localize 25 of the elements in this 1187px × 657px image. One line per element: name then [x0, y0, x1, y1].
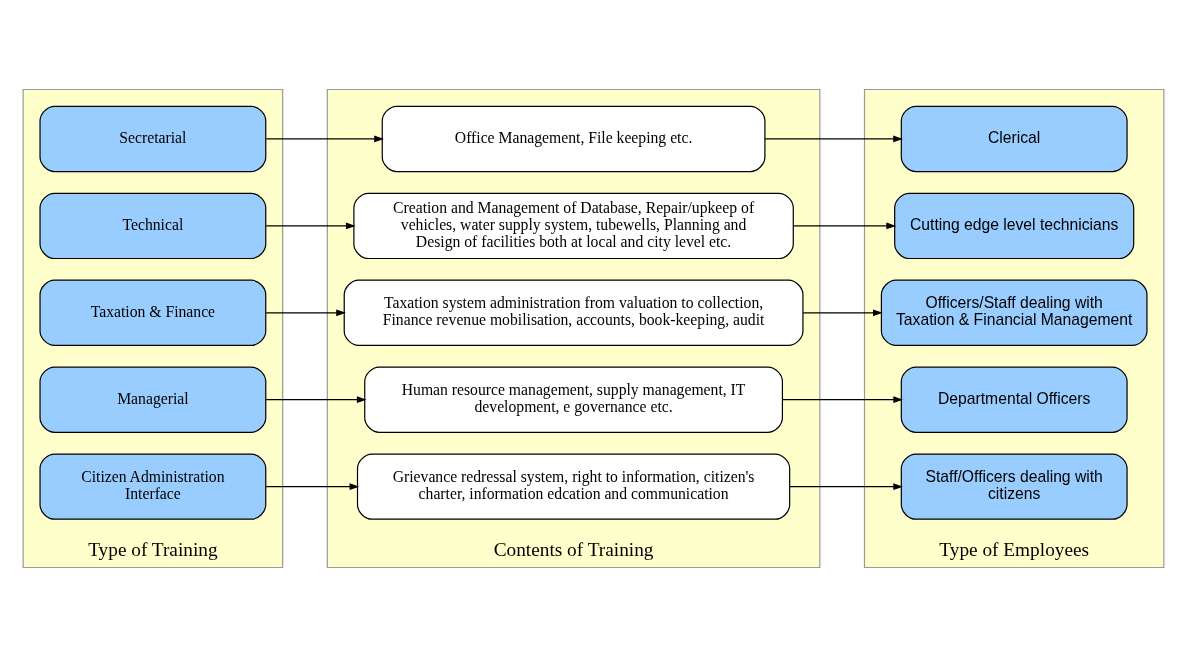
arrow	[265, 135, 384, 143]
node-box: Taxation & Finance	[39, 279, 267, 346]
arrow	[265, 309, 346, 317]
node-box: Departmental Officers	[900, 366, 1128, 433]
node-box: Citizen Administration Interface	[39, 453, 267, 520]
node-box: Managerial	[39, 366, 267, 433]
node-box: Office Management, File keeping etc.	[381, 105, 766, 173]
node-box: Clerical	[900, 105, 1128, 173]
node-box: Staff/Officers dealing with citizens	[900, 453, 1128, 520]
arrow	[782, 396, 903, 404]
arrow	[764, 135, 903, 143]
node-box: Technical	[39, 192, 267, 260]
node-box: Cutting edge level technicians	[894, 192, 1135, 260]
arrow	[265, 483, 360, 491]
node-box: Secretarial	[39, 105, 267, 173]
arrow	[802, 309, 883, 317]
arrow	[792, 222, 897, 230]
arrow	[789, 483, 903, 491]
arrow	[265, 222, 356, 230]
arrow	[265, 396, 367, 404]
node-box: Creation and Management of Database, Repair/upkeep of vehicles, water supply system, tubewells, Planning and Design of facilities both at local and city level etc.	[353, 192, 794, 260]
node-box: Taxation system administration from valuation to collection, Finance revenue mobilisation, accounts, book-keeping, audit	[343, 279, 804, 346]
node-box: Grievance redressal system, right to information, citizen's charter, information edcation and communication	[356, 453, 791, 520]
node-box: Officers/Staff dealing with Taxation & Financial Management	[880, 279, 1148, 346]
node-box: Human resource management, supply management, IT development, e governance etc.	[364, 366, 784, 433]
